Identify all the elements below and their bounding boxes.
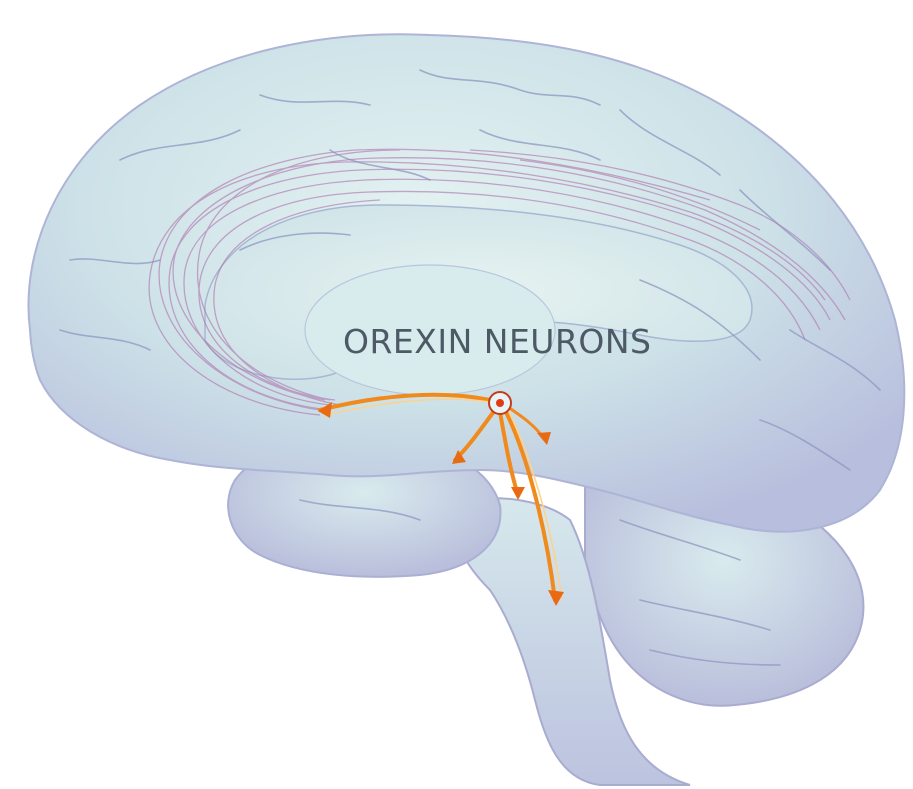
- orexin-neurons-label: OREXIN NEURONS: [343, 322, 652, 361]
- orexin-neuron-cluster: [489, 392, 511, 414]
